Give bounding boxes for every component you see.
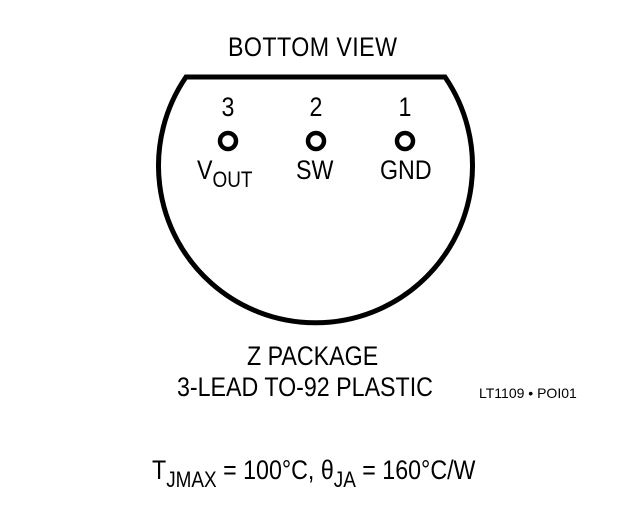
pin-3-number: 3: [221, 92, 235, 122]
pin-3-label: VOUT: [197, 155, 253, 192]
package-name: Z PACKAGE: [247, 341, 379, 371]
view-title: BOTTOM VIEW: [228, 32, 398, 62]
thermal-spec: TJMAX = 100°C, θJA = 160°C/W: [152, 455, 476, 492]
pin-2-number: 2: [309, 92, 323, 122]
pin-1-number: 1: [398, 92, 412, 122]
pin-2-label: SW: [296, 155, 334, 185]
pin-1-label: GND: [380, 155, 432, 185]
pin-1-pad: [394, 130, 416, 152]
pin-2-pad: [305, 130, 327, 152]
pin-3-pad: [217, 130, 239, 152]
package-description: 3-LEAD TO-92 PLASTIC: [177, 372, 433, 402]
figure-id: LT1109 • POI01: [479, 385, 577, 401]
